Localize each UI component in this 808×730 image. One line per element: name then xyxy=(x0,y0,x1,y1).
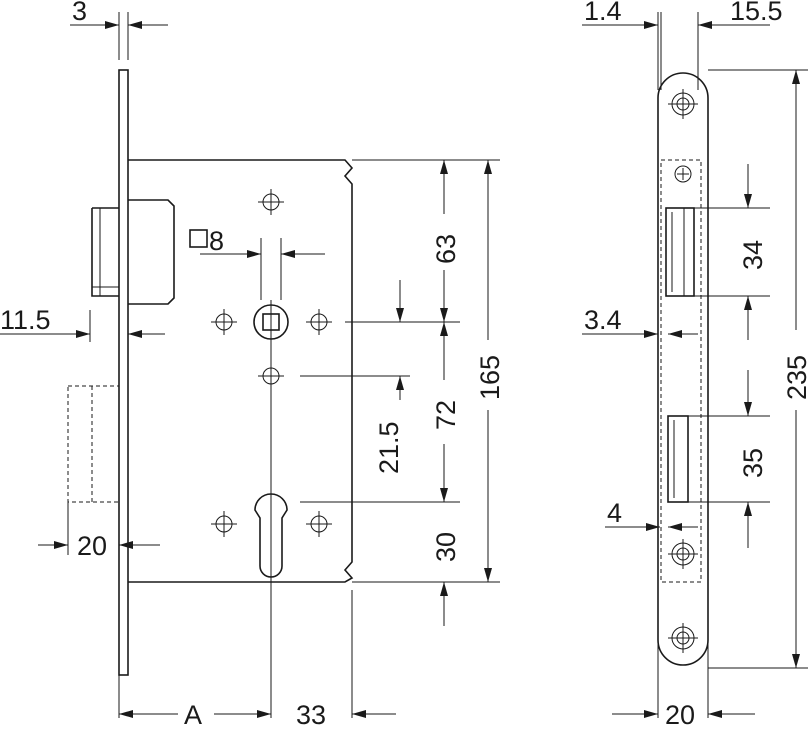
dim-faceplate-width-upper: 15.5 xyxy=(730,0,783,26)
latch-housing xyxy=(128,199,175,305)
dim-latch-projection: 20 xyxy=(77,531,107,561)
screw-hole-top xyxy=(258,189,284,215)
deadbolt-outline xyxy=(67,385,120,503)
dim-case-depth: 33 xyxy=(296,700,326,730)
square-symbol-icon xyxy=(189,229,208,248)
screw-lower-icon xyxy=(668,539,698,569)
front-view: 3 8 11.5 20 A 33 63 xyxy=(0,0,505,730)
screw-hole-right-spindle xyxy=(306,309,332,335)
dim-faceplate-width: 20 xyxy=(665,700,695,730)
screw-hole-left-spindle xyxy=(211,309,237,335)
screw-hole-left-cylinder xyxy=(211,511,237,537)
dim-square-spindle: 8 xyxy=(209,226,224,256)
latch-bolt xyxy=(91,207,119,297)
cylinder-profile xyxy=(254,493,288,578)
dim-latch-gap: 3.4 xyxy=(584,305,622,335)
screw-hole-right-cylinder xyxy=(306,511,332,537)
latch-bolt-detail xyxy=(92,208,119,296)
screw-bottom-icon xyxy=(668,623,698,653)
screw-top-icon xyxy=(668,89,698,119)
dim-faceplate-to-case: 11.5 xyxy=(0,305,51,335)
dim-spindle-to-cylinder: 72 xyxy=(431,400,461,430)
dim-faceplate-offset: 1.4 xyxy=(584,0,622,26)
faceplate xyxy=(118,69,129,676)
case-outline xyxy=(660,159,702,583)
dim-case-height: 165 xyxy=(475,355,505,400)
dim-top-to-spindle: 63 xyxy=(431,234,461,264)
dim-bolt-gap: 4 xyxy=(607,498,622,528)
dim-latch-height: 34 xyxy=(738,240,768,270)
side-view: 1.4 15.5 34 3.4 35 4 235 xyxy=(582,0,808,730)
lock-case xyxy=(128,159,354,583)
dim-bolt-height: 35 xyxy=(738,448,768,478)
bolt-opening xyxy=(667,415,689,503)
dim-backset: A xyxy=(184,700,202,730)
latch-opening xyxy=(665,207,695,297)
dim-faceplate-length: 235 xyxy=(782,355,808,400)
dim-spindle-offset: 21.5 xyxy=(374,421,404,474)
dim-cylinder-to-bottom: 30 xyxy=(431,532,461,562)
screw-case-icon xyxy=(674,165,692,183)
dim-faceplate-thickness: 3 xyxy=(72,0,87,26)
